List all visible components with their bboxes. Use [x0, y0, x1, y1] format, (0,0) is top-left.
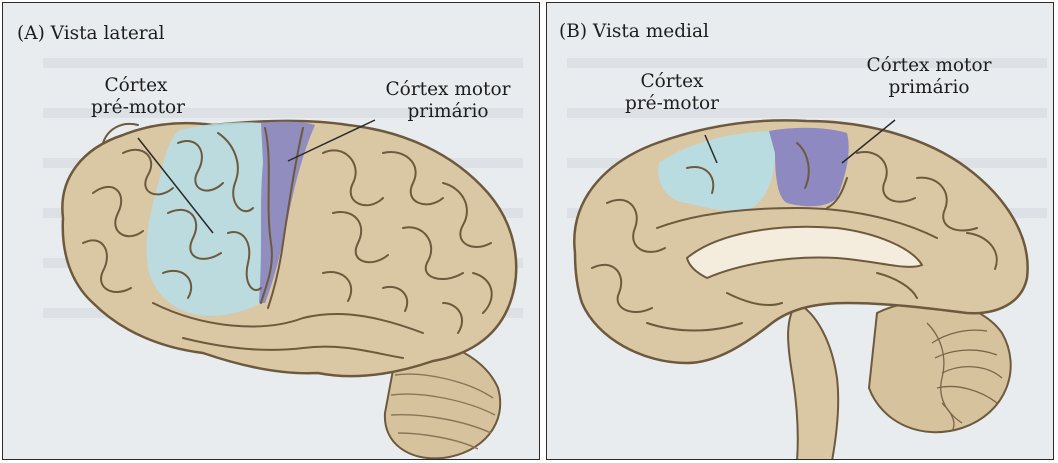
- label-motor-medial-line2: primário: [849, 77, 1009, 99]
- label-premotor-cortex-medial: Córtex pré-motor: [617, 71, 727, 115]
- label-motor-line1: Córtex motor: [363, 79, 533, 101]
- label-premotor-medial-line2: pré-motor: [617, 93, 727, 115]
- label-primary-motor-cortex-medial: Córtex motor primário: [849, 55, 1009, 99]
- panel-medial-view: (B) Vista medial Córtex pré-motor Córtex…: [546, 2, 1054, 460]
- label-motor-medial-line1: Córtex motor: [849, 55, 1009, 77]
- panel-a-title: (A) Vista lateral: [17, 23, 165, 45]
- label-motor-line2: primário: [363, 101, 533, 123]
- brain-lateral-icon: [3, 3, 540, 460]
- panel-b-title: (B) Vista medial: [559, 21, 709, 43]
- label-premotor-line2: pré-motor: [91, 97, 181, 119]
- label-primary-motor-cortex: Córtex motor primário: [363, 79, 533, 123]
- label-premotor-medial-line1: Córtex: [617, 71, 727, 93]
- panel-lateral-view: (A) Vista lateral Córtex pré-motor Córte…: [2, 2, 540, 460]
- label-premotor-line1: Córtex: [91, 75, 181, 97]
- label-premotor-cortex: Córtex pré-motor: [91, 75, 181, 119]
